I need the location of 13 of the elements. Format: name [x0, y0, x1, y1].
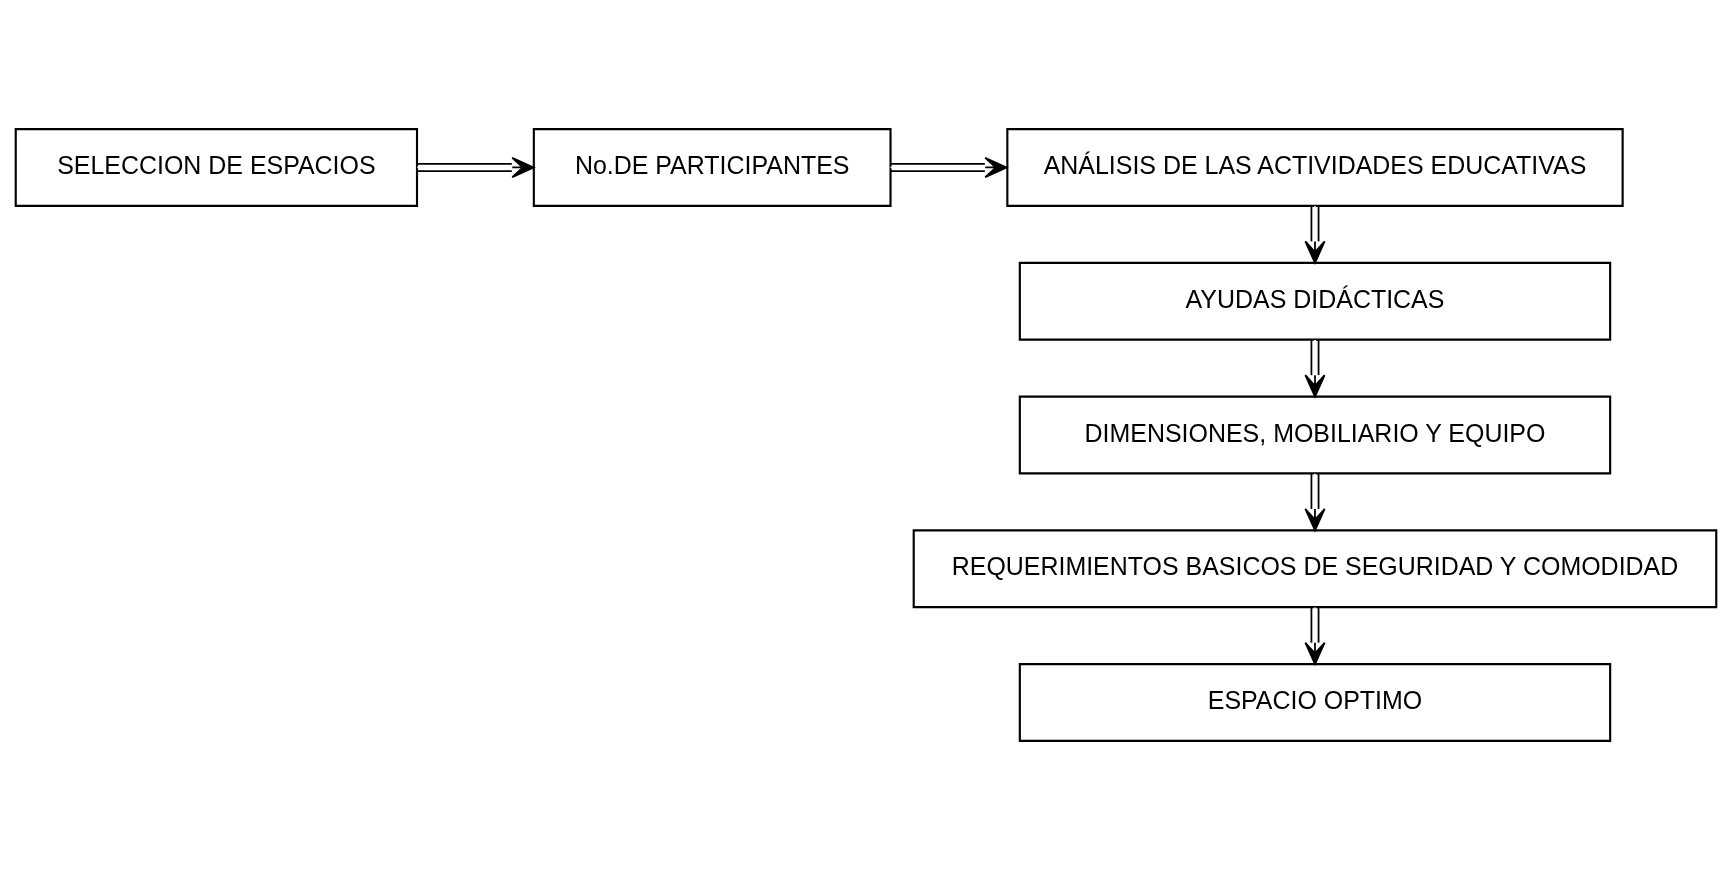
- node-box: REQUERIMIENTOS BASICOS DE SEGURIDAD Y COMODIDAD: [912, 528, 1718, 608]
- arrow: [416, 156, 535, 178]
- node-box: AYUDAS DIDÁCTICAS: [1018, 261, 1612, 341]
- node-box: SELECCION DE ESPACIOS: [14, 127, 419, 207]
- arrow: [1304, 338, 1326, 397]
- arrow: [1304, 606, 1326, 665]
- node-box: No.DE PARTICIPANTES: [532, 127, 892, 207]
- node-box: ANÁLISIS DE LAS ACTIVIDADES EDUCATIVAS: [1006, 127, 1624, 207]
- arrow: [889, 156, 1008, 178]
- arrow: [1304, 472, 1326, 531]
- node-box: DIMENSIONES, MOBILIARIO Y EQUIPO: [1018, 395, 1612, 474]
- node-box: ESPACIO OPTIMO: [1018, 662, 1612, 742]
- arrow: [1304, 204, 1326, 264]
